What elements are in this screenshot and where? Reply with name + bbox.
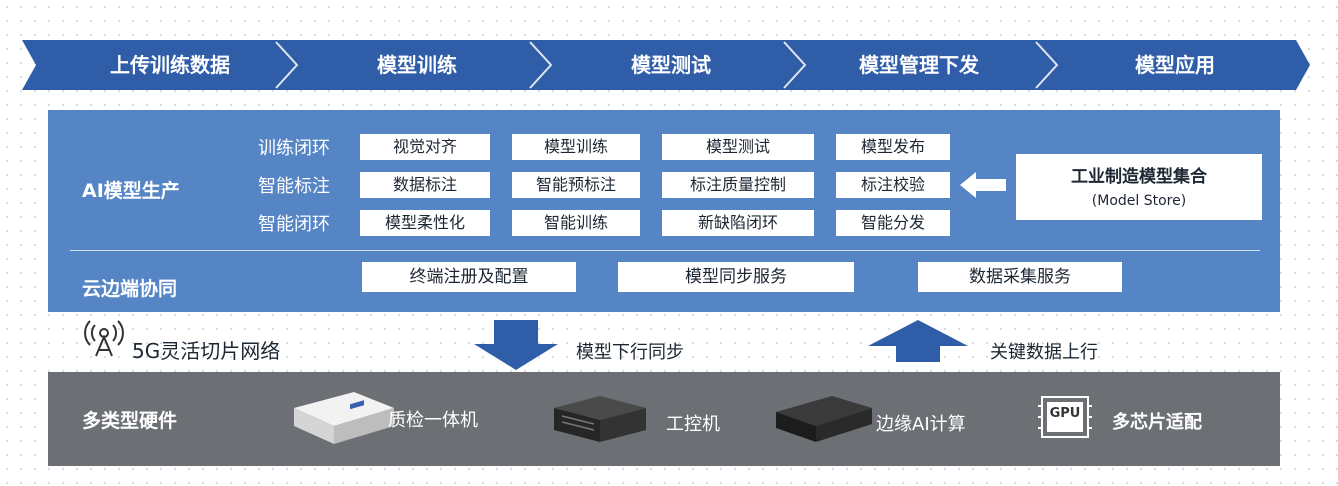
box-model-training: 模型训练 — [512, 134, 640, 160]
pipeline-step-upload: 上传训练数据 — [110, 53, 230, 77]
ai-production-title: AI模型生产 — [82, 180, 180, 202]
pipeline-step-manage: 模型管理下发 — [859, 53, 979, 77]
box-data-collection-service: 数据采集服务 — [918, 262, 1122, 292]
box-data-annotation: 数据标注 — [360, 172, 490, 198]
hardware-industrial-pc: 工控机 — [666, 414, 720, 435]
ai-production-panel: AI模型生产 训练闭环 智能标注 智能闭环 视觉对齐 模型训练 模型测试 模型发… — [48, 110, 1280, 312]
pipeline-step-apply: 模型应用 — [1135, 53, 1215, 77]
row-label-smart-annotation: 智能标注 — [258, 176, 330, 197]
model-store-title: 工业制造模型集合 — [1071, 167, 1207, 187]
pipeline-step-train: 模型训练 — [377, 53, 457, 77]
hardware-title: 多类型硬件 — [82, 410, 178, 432]
left-arrow-icon — [960, 172, 1006, 198]
hardware-inspection-machine: 质检一体机 — [388, 410, 478, 431]
box-visual-alignment: 视觉对齐 — [360, 134, 490, 160]
box-model-release: 模型发布 — [836, 134, 950, 160]
gpu-chip-icon — [1038, 396, 1092, 438]
gpu-chip-text: GPU — [1049, 406, 1081, 421]
pipeline-separator-1 — [275, 41, 299, 89]
edge-ai-box-icon — [776, 396, 872, 442]
cloud-edge-title: 云边端协同 — [82, 278, 178, 300]
pipeline-separator-4 — [1035, 41, 1059, 89]
box-model-flexibility: 模型柔性化 — [360, 210, 490, 236]
industrial-pc-icon — [554, 396, 646, 442]
box-model-sync-service: 模型同步服务 — [618, 262, 854, 292]
panel-divider — [70, 250, 1260, 251]
up-arrow-icon — [868, 320, 968, 362]
box-terminal-registration: 终端注册及配置 — [362, 262, 576, 292]
box-new-defect-loop: 新缺陷闭环 — [662, 210, 814, 236]
box-smart-training: 智能训练 — [512, 210, 640, 236]
model-store-box: 工业制造模型集合 (Model Store) — [1016, 154, 1262, 220]
antenna-icon — [84, 320, 124, 357]
pipeline-step-test: 模型测试 — [631, 53, 711, 77]
process-pipeline — [22, 40, 1310, 90]
row-label-training-loop: 训练闭环 — [258, 138, 330, 159]
model-downlink-label: 模型下行同步 — [576, 342, 684, 363]
pipeline-separator-3 — [783, 41, 807, 89]
box-annotation-quality: 标注质量控制 — [662, 172, 814, 198]
box-smart-distribution: 智能分发 — [836, 210, 950, 236]
pipeline-separator-2 — [529, 41, 553, 89]
hardware-band: 多类型硬件 质检一体机 工控机 边缘AI计算 GPU 多芯片适配 — [48, 372, 1280, 466]
box-annotation-check: 标注校验 — [836, 172, 950, 198]
row-label-smart-loop: 智能闭环 — [258, 214, 330, 235]
model-store-subtitle: (Model Store) — [1091, 193, 1187, 209]
network-label: 5G灵活切片网络 — [132, 339, 281, 363]
pipeline-bar — [22, 40, 1310, 90]
hardware-edge-ai: 边缘AI计算 — [876, 414, 966, 435]
inspection-machine-icon — [294, 392, 394, 444]
box-smart-pre-annotation: 智能预标注 — [512, 172, 640, 198]
down-arrow-icon — [474, 320, 558, 370]
key-data-uplink-label: 关键数据上行 — [990, 342, 1098, 363]
hardware-multi-chip: 多芯片适配 — [1112, 412, 1202, 433]
box-model-testing: 模型测试 — [662, 134, 814, 160]
